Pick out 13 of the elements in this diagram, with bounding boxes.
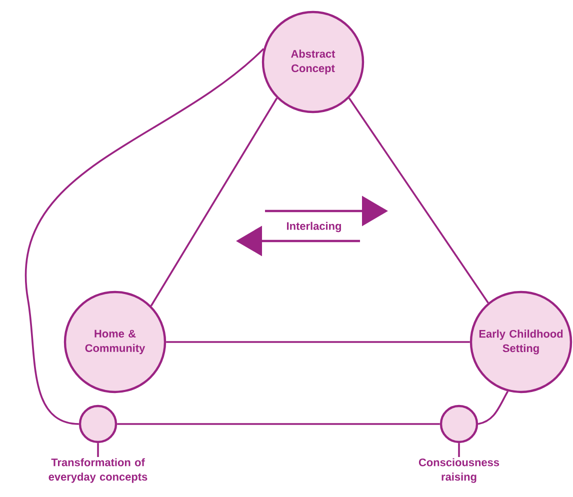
caption-text: Transformation of everyday concepts — [48, 458, 148, 483]
connector-line — [348, 98, 489, 304]
leader-line — [458, 443, 460, 457]
caption-text: Consciousness raising — [418, 458, 500, 483]
connector-line — [117, 423, 440, 425]
arrow-label: Interlacing — [287, 222, 341, 232]
leader-line — [97, 443, 99, 457]
small-circle — [78, 404, 118, 444]
connector-line — [25, 48, 264, 425]
connector-line — [478, 390, 509, 425]
small-circle — [440, 404, 478, 444]
connector-line — [166, 341, 470, 343]
connector-line — [150, 98, 278, 306]
